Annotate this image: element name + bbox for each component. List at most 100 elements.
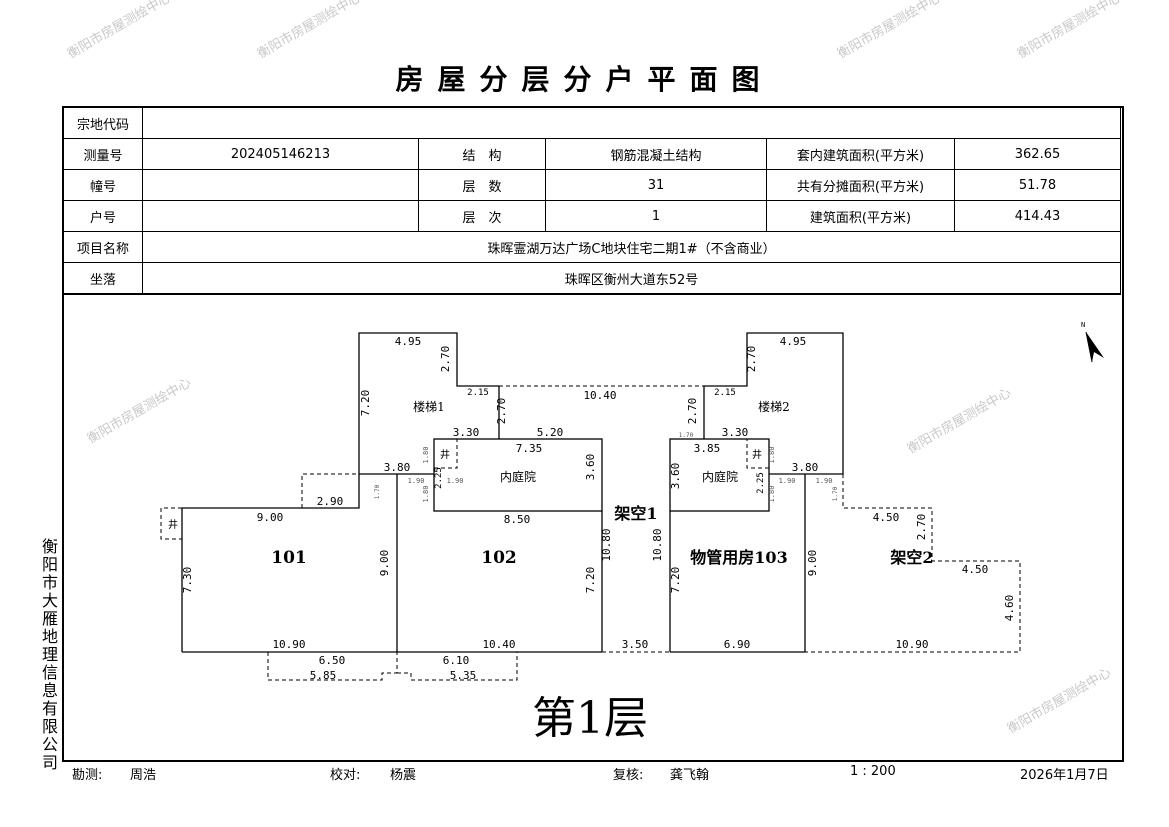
room-label: 物管用房103 [690, 548, 787, 567]
shared-area-label: 共有分摊面积(平方米) [766, 169, 955, 201]
north-label: N [1081, 321, 1085, 329]
room-label: 井 [168, 518, 178, 531]
dimension-label: 10.40 [482, 638, 515, 651]
dimension-label: 5.85 [310, 669, 337, 682]
project-value: 珠晖霊湖万达广场C地块住宅二期1#（不含商业） [142, 231, 1121, 263]
floors-value: 31 [545, 169, 767, 201]
dimension-label: 1.80 [422, 447, 430, 464]
dimension-label: 1.80 [422, 486, 430, 503]
dimension-label: 1.90 [408, 477, 425, 485]
room-label: 架空1 [613, 504, 657, 523]
dimension-label: 2.90 [317, 495, 344, 508]
dimension-label: 9.00 [378, 550, 391, 577]
surveyor-name: 周浩 [130, 768, 157, 783]
dimension-label: 10.80 [651, 528, 664, 561]
dimension-label: 1.80 [768, 486, 776, 503]
dimension-label: 7.20 [669, 567, 682, 594]
survey-no-label: 测量号 [63, 138, 143, 170]
total-area-label: 建筑面积(平方米) [766, 200, 955, 232]
dimension-label: 6.10 [443, 654, 470, 667]
room-label: 井 [440, 448, 450, 461]
dashed-outlines [160, 385, 1021, 681]
dimension-label: 1.70 [374, 484, 381, 499]
room-label: 井 [752, 448, 762, 461]
dimension-label: 1.90 [447, 477, 464, 485]
dimension-label: 3.60 [584, 454, 597, 481]
dimension-label: 7.35 [516, 442, 543, 455]
reviewer-label: 复核: [613, 768, 644, 783]
floor-title: 第1层 [532, 693, 648, 744]
total-area-value: 414.43 [954, 200, 1121, 232]
building-no-label: 幢号 [63, 169, 143, 201]
dimension-label: 2.25 [756, 472, 766, 494]
dimension-label: 2.25 [434, 467, 444, 489]
room-label: 楼梯2 [758, 399, 790, 414]
dimension-label: 2.70 [439, 346, 452, 373]
dimension-label: 7.20 [584, 567, 597, 594]
dimension-label: 2.70 [745, 346, 758, 373]
dimension-label: 5.35 [450, 669, 477, 682]
inner-area-label: 套内建筑面积(平方米) [766, 138, 955, 170]
dimension-label: 3.80 [792, 461, 819, 474]
solid-walls [181, 332, 844, 653]
dimension-label: 7.20 [359, 390, 372, 417]
room-label: 架空2 [889, 548, 933, 567]
company-name: 衡阳市大雁地理信息有限公司 [41, 537, 58, 772]
dimension-label: 1.90 [816, 477, 833, 485]
dimension-label: 6.90 [724, 638, 751, 651]
room-label: 楼梯1 [413, 399, 445, 414]
scale: 1 : 200 [850, 764, 896, 779]
building-no-value [142, 169, 419, 201]
dimension-label: 10.90 [272, 638, 305, 651]
location-value: 珠晖区衡州大道东52号 [142, 262, 1121, 295]
dimension-label: 10.90 [895, 638, 928, 651]
dimension-label: 1.70 [832, 486, 839, 501]
dimension-labels: 4.95 2.70 2.15 10.40 7.20 2.70 3.30 5.20 7.35 3.8… [181, 335, 1016, 682]
dimension-label: 6.50 [319, 654, 346, 667]
project-label: 项目名称 [63, 231, 143, 263]
dimension-label: 2.70 [915, 514, 928, 541]
dimension-label: 2.15 [714, 388, 736, 398]
dimension-label: 1.90 [779, 477, 796, 485]
north-arrow-icon: N [1081, 321, 1104, 363]
dimension-label: 3.85 [694, 442, 721, 455]
dimension-label: 5.20 [537, 426, 564, 439]
page-title: 房屋分层分户平面图 [395, 63, 774, 96]
inner-area-value: 362.65 [954, 138, 1121, 170]
room-label: 内庭院 [500, 469, 536, 484]
dimension-label: 4.60 [1003, 595, 1016, 622]
surveyor-label: 勘测: [72, 768, 103, 783]
dimension-label: 3.60 [669, 463, 682, 490]
dimension-label: 4.50 [962, 563, 989, 576]
date: 2026年1月7日 [1020, 768, 1109, 783]
shared-area-value: 51.78 [954, 169, 1121, 201]
reviewer-name: 龚飞翰 [670, 768, 710, 783]
dimension-label: 9.00 [257, 511, 284, 524]
location-label: 坐落 [63, 262, 143, 295]
dimension-label: 1.80 [768, 447, 776, 464]
dimension-label: 10.80 [600, 528, 613, 561]
dimension-label: 2.70 [495, 398, 508, 425]
dimension-label: 3.30 [722, 426, 749, 439]
structure-label: 结 构 [418, 138, 546, 170]
room-label: 内庭院 [702, 469, 738, 484]
dimension-label: 4.95 [395, 335, 422, 348]
dimension-label: 7.30 [181, 567, 194, 594]
dimension-label: 1.70 [679, 432, 694, 439]
dimension-label: 3.80 [384, 461, 411, 474]
dimension-label: 3.30 [453, 426, 480, 439]
checker-label: 校对: [330, 768, 361, 783]
room-label: 102 [481, 548, 517, 568]
dimension-label: 2.70 [686, 398, 699, 425]
dimension-label: 8.50 [504, 513, 531, 526]
dimension-label: 2.15 [467, 388, 489, 398]
dimension-label: 3.50 [622, 638, 649, 651]
dimension-label: 4.50 [873, 511, 900, 524]
dimension-label: 10.40 [583, 389, 616, 402]
unit-no-label: 户号 [63, 200, 143, 232]
checker-name: 杨震 [390, 768, 417, 783]
dimension-label: 4.95 [780, 335, 807, 348]
